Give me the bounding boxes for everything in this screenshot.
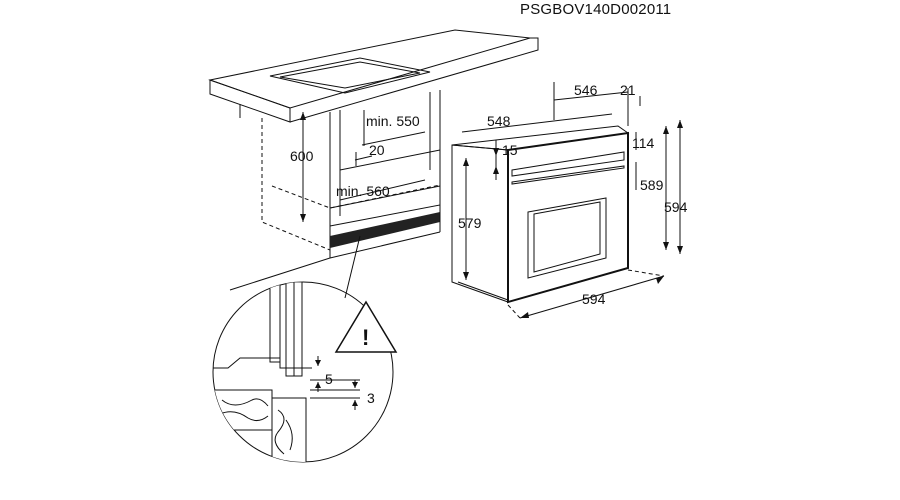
label-oven-depth-body: 546 (574, 82, 598, 98)
drawing-code: PSGBOV140D002011 (520, 1, 672, 18)
label-gap: 20 (369, 142, 385, 158)
label-cabinet-height: 600 (290, 148, 314, 164)
label-door-thickness: 21 (620, 82, 636, 98)
label-detail-gap-1: 5 (325, 371, 333, 387)
label-front-height: 594 (664, 199, 688, 215)
label-min-width: min. 550 (366, 113, 420, 129)
warning-symbol: ! (362, 325, 369, 350)
label-panel-offset: 15 (502, 142, 518, 158)
warning-icon: ! (334, 300, 398, 353)
label-oven-depth-total: 548 (487, 113, 511, 129)
label-detail-gap-2: 3 (367, 390, 375, 406)
hob (269, 57, 431, 94)
cabinet-niche (229, 90, 441, 291)
niche-dimensions (300, 110, 426, 222)
oven (451, 125, 630, 304)
oven-dimensions (461, 82, 683, 319)
label-min-depth: min. 560 (336, 183, 390, 199)
label-top-to-panel: 114 (632, 135, 655, 151)
label-body-height: 579 (458, 215, 482, 231)
countertop (208, 29, 539, 123)
label-inner-height: 589 (640, 177, 664, 193)
label-front-width: 594 (582, 291, 606, 307)
callout-line (344, 235, 361, 299)
